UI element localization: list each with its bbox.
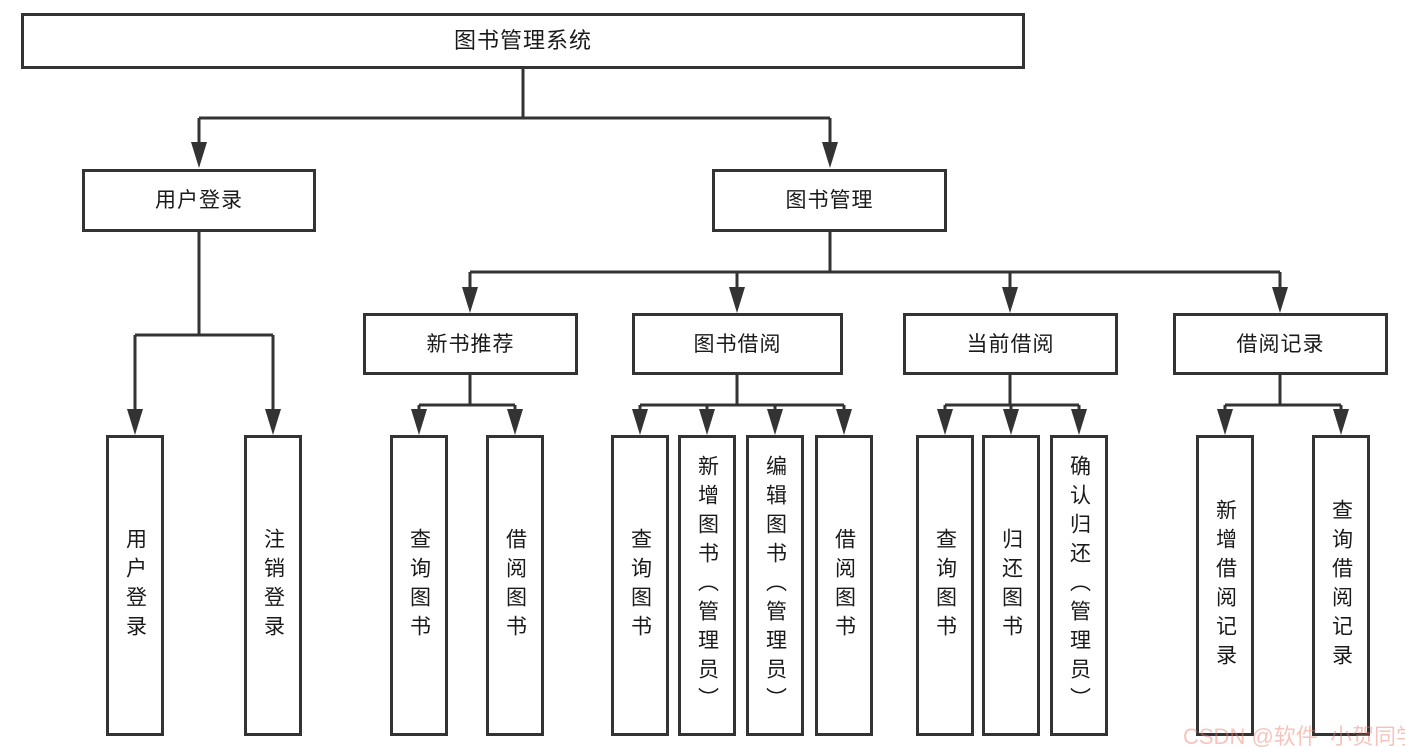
group-node-current-borrow: 当前借阅	[903, 313, 1118, 375]
leaf-query-borrow-record: 查询借阅记录	[1312, 435, 1370, 736]
leaf-add-book-admin-label: 新增图书（管理员）	[695, 455, 719, 716]
login-node: 用户登录	[82, 169, 316, 232]
leaf-return-book-label: 归还图书	[999, 527, 1023, 644]
management-node: 图书管理	[712, 169, 947, 232]
leaf-borrow-books-borrow-label: 借阅图书	[832, 527, 856, 644]
leaf-user-login: 用户登录	[106, 435, 164, 736]
group-node-new-books-label: 新书推荐	[426, 332, 515, 356]
leaf-query-books-current: 查询图书	[916, 435, 974, 736]
group-node-borrow-records-label: 借阅记录	[1236, 332, 1325, 356]
leaf-edit-book-admin-label: 编辑图书（管理员）	[763, 455, 787, 716]
group-node-borrow-records: 借阅记录	[1173, 313, 1388, 375]
management-node-label: 图书管理	[785, 189, 874, 212]
leaf-user-login-label: 用户登录	[123, 527, 147, 644]
group-node-new-books: 新书推荐	[363, 313, 578, 375]
watermark: CSDN @软件_小贺同学	[1183, 724, 1405, 747]
leaf-borrow-books-newbooks: 借阅图书	[486, 435, 544, 736]
leaf-query-books-newbooks-label: 查询图书	[407, 527, 431, 644]
leaf-add-borrow-record: 新增借阅记录	[1196, 435, 1254, 736]
leaf-query-books-borrow: 查询图书	[611, 435, 669, 736]
leaf-borrow-books-borrow: 借阅图书	[815, 435, 873, 736]
leaf-confirm-return-admin: 确认归还（管理员）	[1050, 435, 1108, 736]
root-node-label: 图书管理系统	[453, 28, 592, 53]
leaf-logout: 注销登录	[244, 435, 302, 736]
login-node-label: 用户登录	[155, 189, 243, 212]
root-node: 图书管理系统	[21, 13, 1025, 69]
leaf-add-borrow-record-label: 新增借阅记录	[1213, 498, 1237, 673]
leaf-return-book: 归还图书	[982, 435, 1040, 736]
leaf-borrow-books-newbooks-label: 借阅图书	[503, 527, 527, 644]
leaf-confirm-return-admin-label: 确认归还（管理员）	[1067, 455, 1091, 716]
group-node-book-borrow-label: 图书借阅	[693, 332, 782, 356]
leaf-edit-book-admin: 编辑图书（管理员）	[746, 435, 804, 736]
leaf-query-books-borrow-label: 查询图书	[628, 527, 652, 644]
group-node-book-borrow: 图书借阅	[632, 313, 843, 375]
group-node-current-borrow-label: 当前借阅	[966, 332, 1055, 356]
leaf-query-borrow-record-label: 查询借阅记录	[1329, 498, 1353, 673]
leaf-logout-label: 注销登录	[261, 527, 285, 644]
leaf-query-books-newbooks: 查询图书	[390, 435, 448, 736]
leaf-query-books-current-label: 查询图书	[933, 527, 957, 644]
leaf-add-book-admin: 新增图书（管理员）	[678, 435, 736, 736]
